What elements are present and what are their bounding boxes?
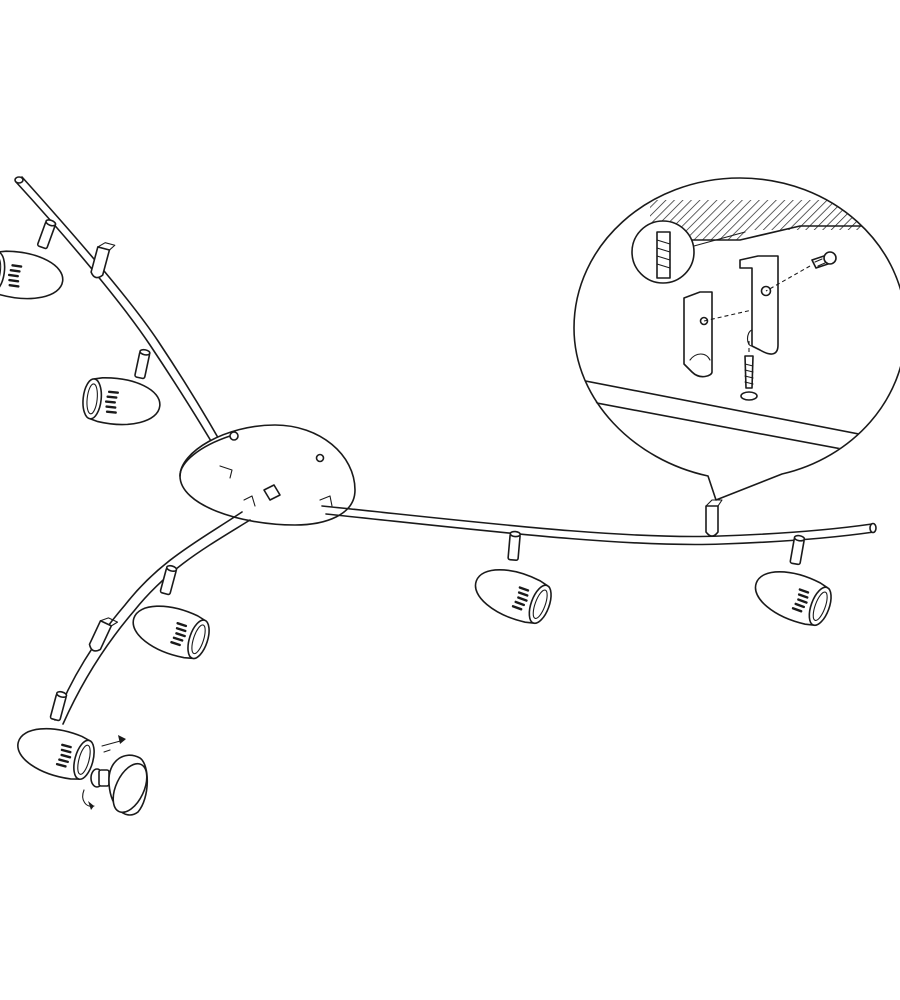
screw-vertical	[740, 355, 758, 401]
screw-horizontal	[811, 251, 837, 269]
spotlight-3	[125, 563, 215, 665]
mounting-detail-callout	[573, 177, 900, 501]
spotlight-6	[467, 530, 558, 630]
hanging-clip	[705, 499, 723, 537]
right-arm	[321, 505, 877, 546]
spotlight-7	[747, 534, 838, 632]
hanging-clip	[89, 240, 116, 281]
lower-left-arm	[54, 511, 251, 725]
bracket-clip	[683, 291, 713, 378]
mounting-bracket	[739, 255, 779, 355]
wall-plug-inset	[631, 220, 746, 284]
ceiling-canopy	[179, 424, 356, 526]
spotlight-2	[80, 348, 163, 430]
upper-left-arm	[14, 176, 235, 471]
spotlight-4	[11, 689, 100, 785]
hanging-clip	[87, 614, 119, 656]
spotlight-1	[0, 217, 67, 305]
spotlight-5-detached	[82, 735, 149, 816]
